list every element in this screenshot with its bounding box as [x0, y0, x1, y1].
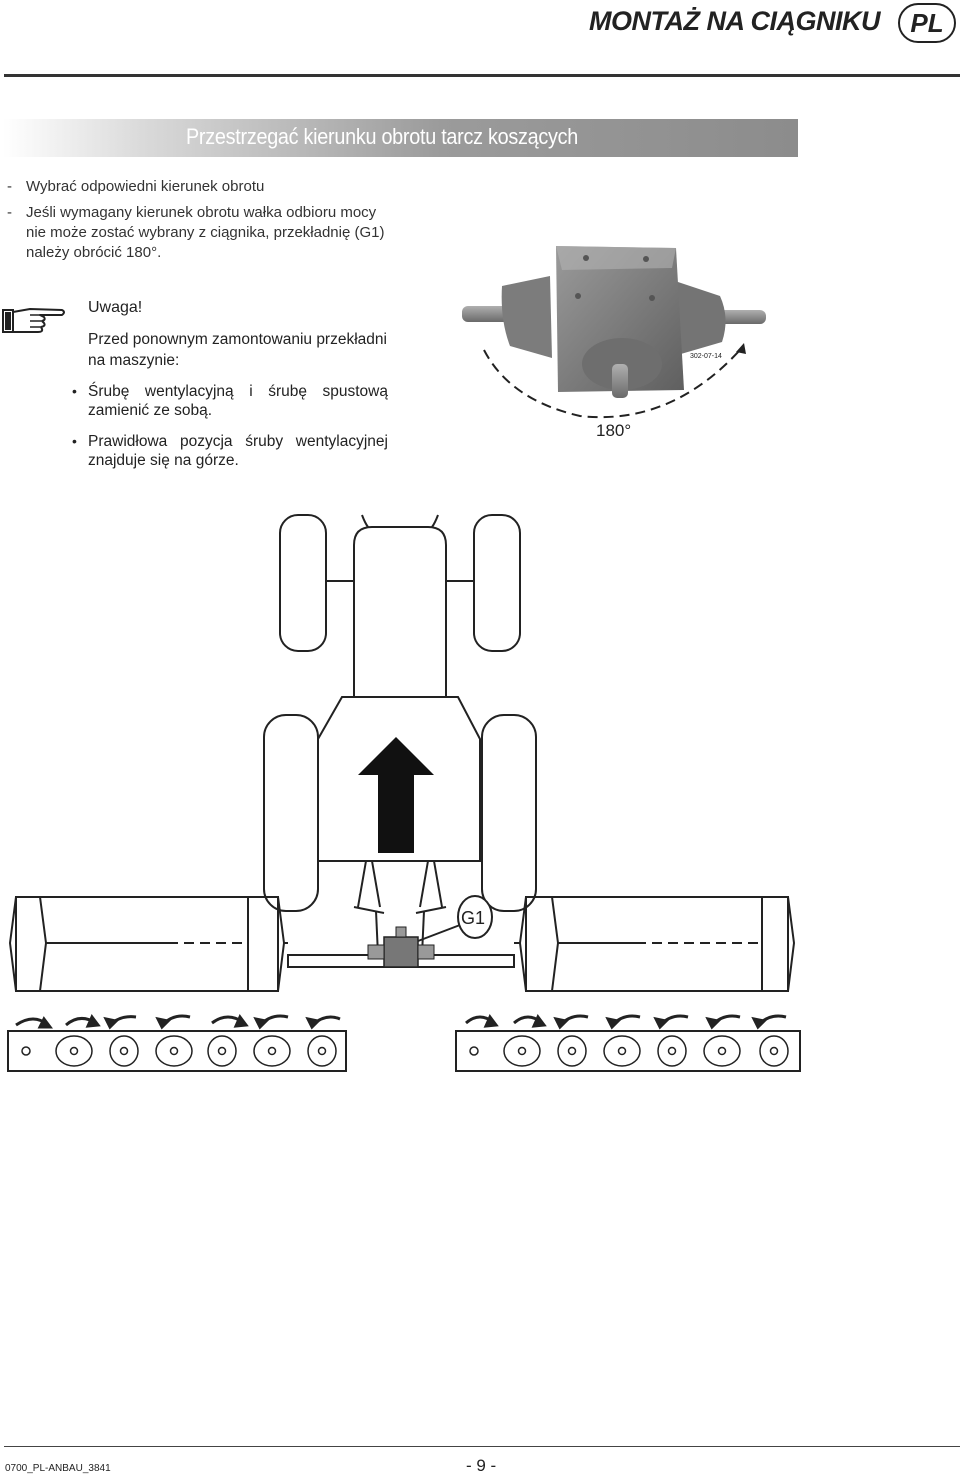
- travel-direction-arrow: [358, 737, 434, 853]
- language-badge: PL: [898, 3, 956, 43]
- step-1-text: Wybrać odpowiedni kierunek obrotu: [26, 178, 265, 195]
- note-intro-line-2: na maszynie:: [88, 352, 180, 369]
- step-1-dash: -: [7, 178, 12, 195]
- rotation-arrows: [15, 1014, 787, 1030]
- tractor-mower-diagram: G1: [7, 514, 801, 1072]
- bullet-1-line-2: zamienić ze sobą.: [88, 402, 213, 419]
- section-title: Przestrzegać kierunku obrotu tarcz koszą…: [186, 124, 578, 149]
- section-bar: [3, 119, 798, 157]
- gearbox-left-hub: [501, 276, 552, 358]
- note-heading: Uwaga!: [88, 299, 143, 316]
- front-left-wheel: [279, 514, 327, 652]
- footer-doc-code: 0700_PL-ANBAU_3841: [5, 1463, 111, 1474]
- page-header-title: MONTAŻ NA CIĄGNIKU: [589, 6, 880, 36]
- gearbox-left-shaft: [462, 306, 512, 322]
- right-mower-housing: [525, 896, 789, 992]
- rear-left-wheel: [263, 714, 319, 912]
- right-cutter-discs: [469, 1035, 789, 1067]
- pointing-hand-icon: [2, 308, 65, 333]
- rotation-label: 180°: [596, 421, 631, 440]
- step-2-line-2: nie może zostać wybrany z ciągnika, prze…: [26, 224, 385, 241]
- gearbox-right-hub: [672, 280, 726, 356]
- rear-right-wheel: [481, 714, 537, 912]
- gearbox-illustration: 302-07-14 180°: [462, 246, 766, 440]
- rotation-arc: [483, 349, 741, 419]
- gearbox-g1-label: G1: [461, 908, 485, 928]
- step-2-dash: -: [7, 204, 12, 221]
- gearbox-g1: G1: [367, 895, 493, 968]
- step-2-line-3: należy obrócić 180°.: [26, 244, 162, 261]
- step-2-line-1: Jeśli wymagany kierunek obrotu wałka odb…: [26, 204, 377, 221]
- footer-page-number: - 9 -: [466, 1456, 497, 1475]
- front-right-wheel: [473, 514, 521, 652]
- gearbox-photo-code: 302-07-14: [690, 353, 722, 360]
- gearbox-front-shaft: [612, 364, 628, 398]
- left-cutter-discs: [21, 1035, 337, 1067]
- bullet-2-line-1: Prawidłowa pozycja śruby wentylacyjnej: [88, 433, 388, 450]
- bullet-1-line-1: Śrubę wentylacyjną i śrubę spustową: [88, 383, 388, 400]
- bullet-2-symbol: •: [72, 433, 77, 449]
- header-divider: [4, 74, 960, 77]
- right-cutter-bar: [455, 1030, 801, 1072]
- footer-divider: [4, 1446, 960, 1447]
- note-intro-line-1: Przed ponownym zamontowaniu przekładni: [88, 331, 387, 348]
- left-mower-housing: [15, 896, 279, 992]
- left-cutter-bar: [7, 1030, 347, 1072]
- bullet-1-symbol: •: [72, 383, 77, 399]
- tractor-bonnet: [353, 526, 447, 698]
- bullet-2-line-2: znajduje się na górze.: [88, 452, 239, 469]
- rotation-arrowhead: [736, 343, 746, 354]
